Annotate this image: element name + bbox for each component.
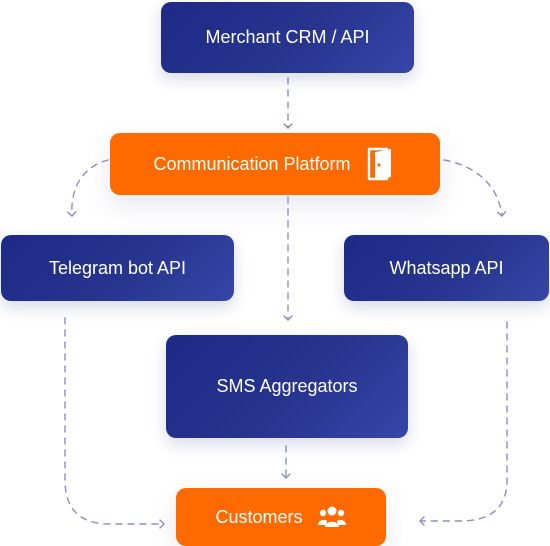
customers-node: Customers xyxy=(176,488,386,546)
communication-platform-node: Communication Platform xyxy=(110,133,440,195)
door-icon xyxy=(365,147,397,181)
sms-aggregators-node: SMS Aggregators xyxy=(166,335,408,438)
whatsapp-node: Whatsapp API xyxy=(344,235,549,301)
merchant-crm-node: Merchant CRM / API xyxy=(161,2,414,73)
whatsapp-label: Whatsapp API xyxy=(389,257,504,278)
connector-platform-to-whatsapp xyxy=(443,159,507,217)
connector-whatsapp-to-customers xyxy=(419,321,508,526)
connector-platform-to-telegram xyxy=(67,159,109,217)
merchant-crm-label: Merchant CRM / API xyxy=(205,27,370,47)
sms-aggregators-label: SMS Aggregators xyxy=(216,376,358,396)
connector-telegram-to-customers xyxy=(64,317,165,529)
customers-label: Customers xyxy=(215,506,303,527)
users-icon xyxy=(317,505,347,529)
telegram-bot-label: Telegram bot API xyxy=(48,257,187,278)
telegram-bot-node: Telegram bot API xyxy=(1,235,234,301)
communication-platform-label: Communication Platform xyxy=(153,153,351,174)
